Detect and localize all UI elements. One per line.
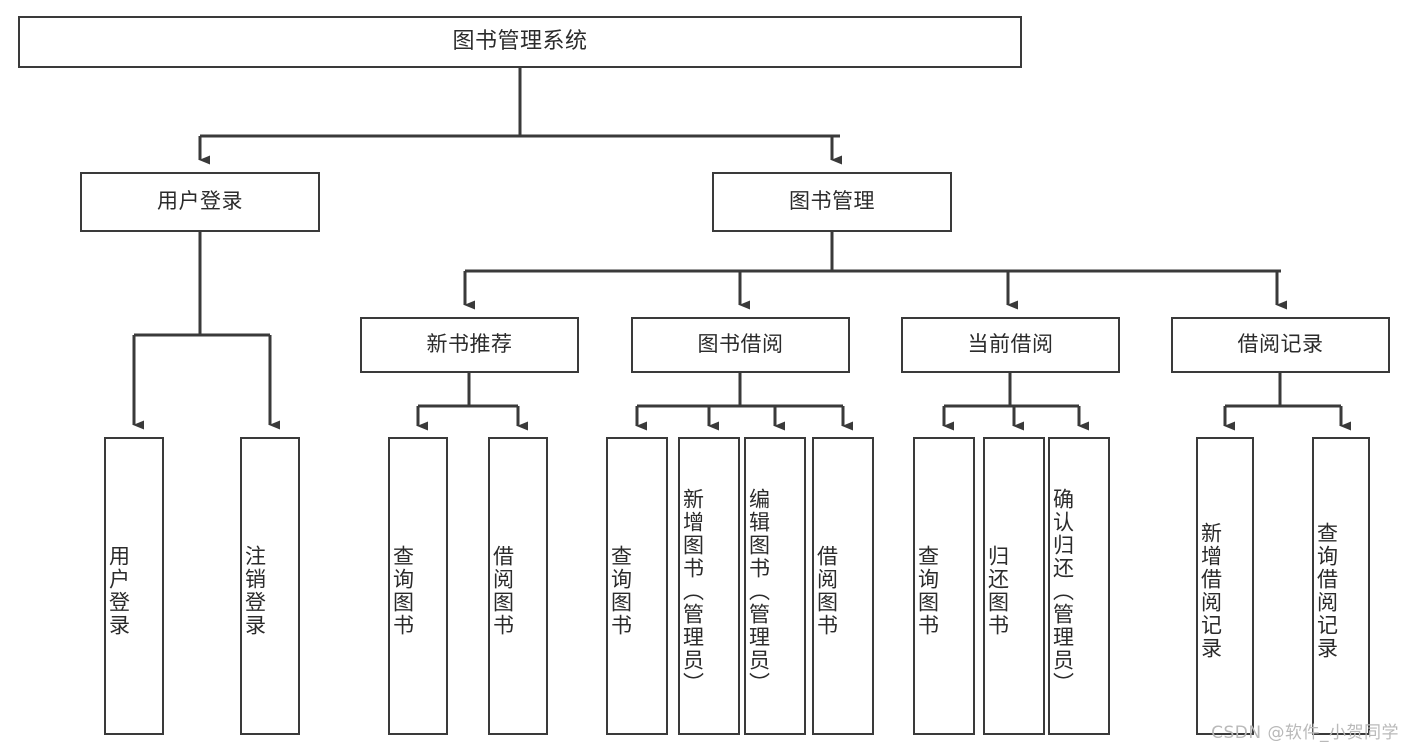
node-new-book-recommend-label: 新书推荐 — [426, 332, 513, 357]
node-book-borrow[interactable]: 图书借阅 — [631, 317, 850, 373]
node-leaf-query-book-2[interactable]: 查询图书 — [606, 437, 668, 735]
node-leaf-borrow-book-1-label: 借阅图书 — [490, 545, 515, 637]
node-leaf-user-login-label: 用户登录 — [106, 545, 131, 637]
node-leaf-query-record[interactable]: 查询借阅记录 — [1312, 437, 1370, 735]
node-leaf-return-book[interactable]: 归还图书 — [983, 437, 1045, 735]
node-leaf-add-record-label: 新增借阅记录 — [1198, 522, 1223, 660]
node-leaf-query-book-1-label: 查询图书 — [390, 545, 415, 637]
node-leaf-user-login[interactable]: 用户登录 — [104, 437, 164, 735]
node-leaf-borrow-book-2-label: 借阅图书 — [814, 545, 839, 637]
node-leaf-edit-book-label: 编辑图书（管理员） — [746, 487, 771, 695]
node-leaf-confirm-return-label: 确认归还（管理员） — [1050, 487, 1075, 695]
watermark-credit: CSDN @软件_小贺同学 — [1211, 723, 1399, 743]
node-user-login-label: 用户登录 — [157, 189, 243, 214]
node-book-borrow-label: 图书借阅 — [697, 332, 784, 357]
node-current-borrow[interactable]: 当前借阅 — [901, 317, 1120, 373]
node-current-borrow-label: 当前借阅 — [967, 332, 1054, 357]
node-leaf-borrow-book-2[interactable]: 借阅图书 — [812, 437, 874, 735]
node-borrow-record[interactable]: 借阅记录 — [1171, 317, 1390, 373]
node-leaf-edit-book[interactable]: 编辑图书（管理员） — [744, 437, 806, 735]
node-book-manage-label: 图书管理 — [789, 189, 875, 214]
node-leaf-confirm-return[interactable]: 确认归还（管理员） — [1048, 437, 1110, 735]
node-leaf-add-book[interactable]: 新增图书（管理员） — [678, 437, 740, 735]
node-leaf-add-book-label: 新增图书（管理员） — [680, 487, 705, 695]
node-leaf-borrow-book-1[interactable]: 借阅图书 — [488, 437, 548, 735]
node-leaf-return-book-label: 归还图书 — [985, 545, 1010, 637]
node-borrow-record-label: 借阅记录 — [1237, 332, 1324, 357]
node-leaf-query-book-3[interactable]: 查询图书 — [913, 437, 975, 735]
node-new-book-recommend[interactable]: 新书推荐 — [360, 317, 579, 373]
node-root-label: 图书管理系统 — [452, 28, 588, 54]
node-leaf-logout[interactable]: 注销登录 — [240, 437, 300, 735]
node-leaf-logout-label: 注销登录 — [242, 545, 267, 637]
node-leaf-query-book-2-label: 查询图书 — [608, 545, 633, 637]
node-book-manage[interactable]: 图书管理 — [712, 172, 952, 232]
node-root[interactable]: 图书管理系统 — [18, 16, 1022, 68]
node-leaf-query-record-label: 查询借阅记录 — [1314, 522, 1339, 660]
node-leaf-add-record[interactable]: 新增借阅记录 — [1196, 437, 1254, 735]
node-user-login[interactable]: 用户登录 — [80, 172, 320, 232]
node-leaf-query-book-1[interactable]: 查询图书 — [388, 437, 448, 735]
node-leaf-query-book-3-label: 查询图书 — [915, 545, 940, 637]
